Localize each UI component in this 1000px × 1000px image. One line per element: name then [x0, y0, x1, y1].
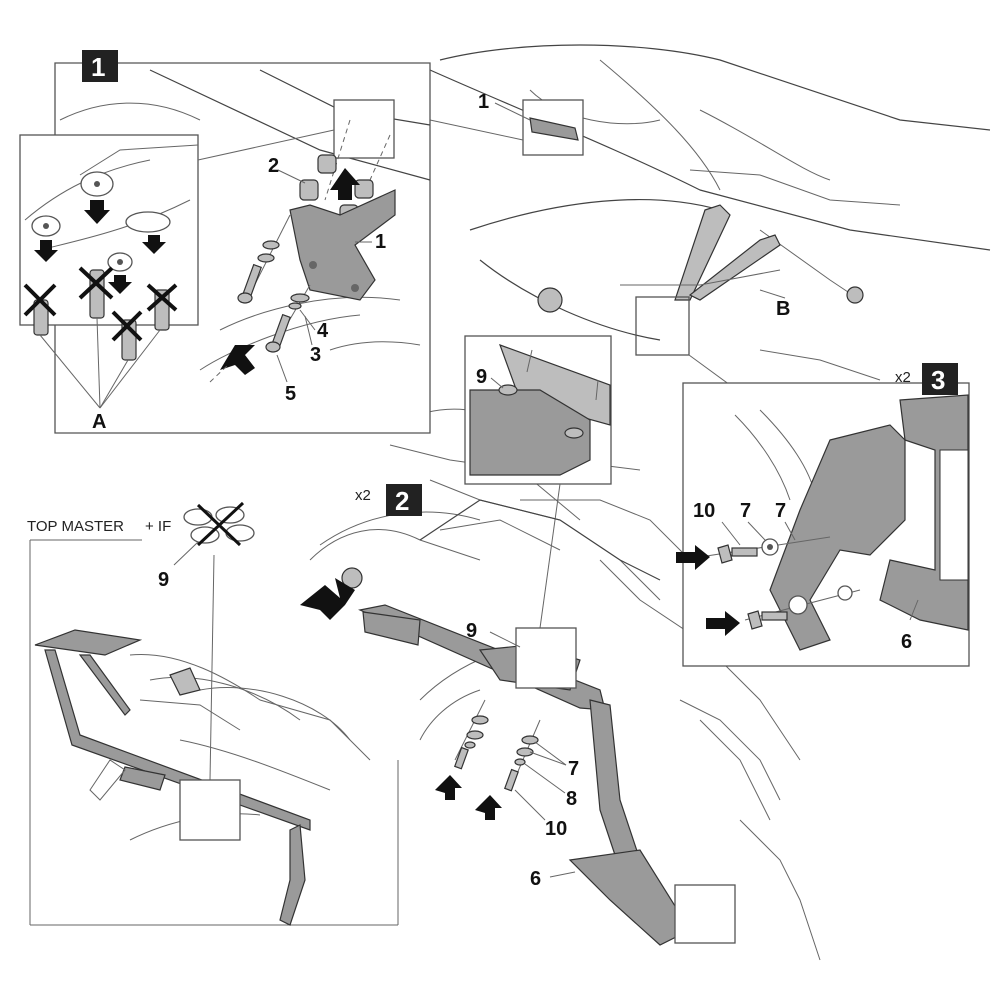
- label-step3-part7b: 7: [775, 500, 786, 522]
- part1-overview: [529, 117, 579, 141]
- top-master-panel: TOP MASTER + IF 9: [27, 501, 399, 926]
- label-overview-B: B: [776, 298, 790, 320]
- step3-badge: [922, 363, 958, 395]
- label-part4: 4: [317, 320, 329, 342]
- top-master-suffix: + IF: [145, 518, 171, 535]
- label-part3: 3: [310, 344, 321, 366]
- cross-out-icon: [196, 501, 245, 547]
- step1-number: 1: [91, 52, 105, 82]
- step2-main: 9 7 8 10 6: [300, 499, 736, 946]
- step2-multiplier: x2: [355, 487, 371, 504]
- step1-removal-inset: A: [19, 129, 335, 433]
- label-top-master-part9: 9: [158, 569, 169, 591]
- arrow-icon: [300, 578, 355, 620]
- label-part5: 5: [285, 383, 296, 405]
- arrow-icon: [676, 545, 710, 570]
- step3-number: 3: [931, 365, 945, 395]
- label-step3-part10: 10: [693, 500, 715, 522]
- label-part9: 9: [466, 620, 477, 642]
- arrow-icon: [435, 775, 462, 800]
- arrow-icon: [330, 168, 360, 200]
- arrow-icon: [220, 345, 255, 375]
- step1-badge: [82, 50, 118, 82]
- step2-badge: [386, 484, 422, 516]
- arrow-icon: [475, 795, 502, 820]
- step2-detail-inset: 9: [464, 335, 612, 629]
- arrow-icon: [84, 200, 110, 224]
- arrow-icon: [108, 275, 132, 294]
- label-step3-part7a: 7: [740, 500, 751, 522]
- spacers-9: [183, 506, 255, 544]
- arrow-icon: [34, 240, 58, 262]
- arrow-icon: [142, 235, 166, 254]
- detail-box-footpeg: [635, 296, 690, 356]
- label-step3-part6: 6: [901, 631, 912, 653]
- label-detail-part9: 9: [476, 366, 487, 388]
- label-part2: 2: [268, 155, 279, 177]
- step3-multiplier: x2: [895, 369, 911, 386]
- label-part1: 1: [375, 231, 386, 253]
- label-part6: 6: [530, 868, 541, 890]
- arrow-icon: [706, 611, 740, 636]
- step2-number: 2: [395, 486, 409, 516]
- label-part8: 8: [566, 788, 577, 810]
- label-part10: 10: [545, 818, 567, 840]
- label-part7: 7: [568, 758, 579, 780]
- top-master-title: TOP MASTER: [27, 518, 124, 535]
- label-removal-A: A: [92, 411, 106, 433]
- label-overview-part1: 1: [478, 91, 489, 113]
- cross-out-icon: [23, 266, 178, 342]
- step3-panel: 10 7 7 6: [676, 382, 970, 667]
